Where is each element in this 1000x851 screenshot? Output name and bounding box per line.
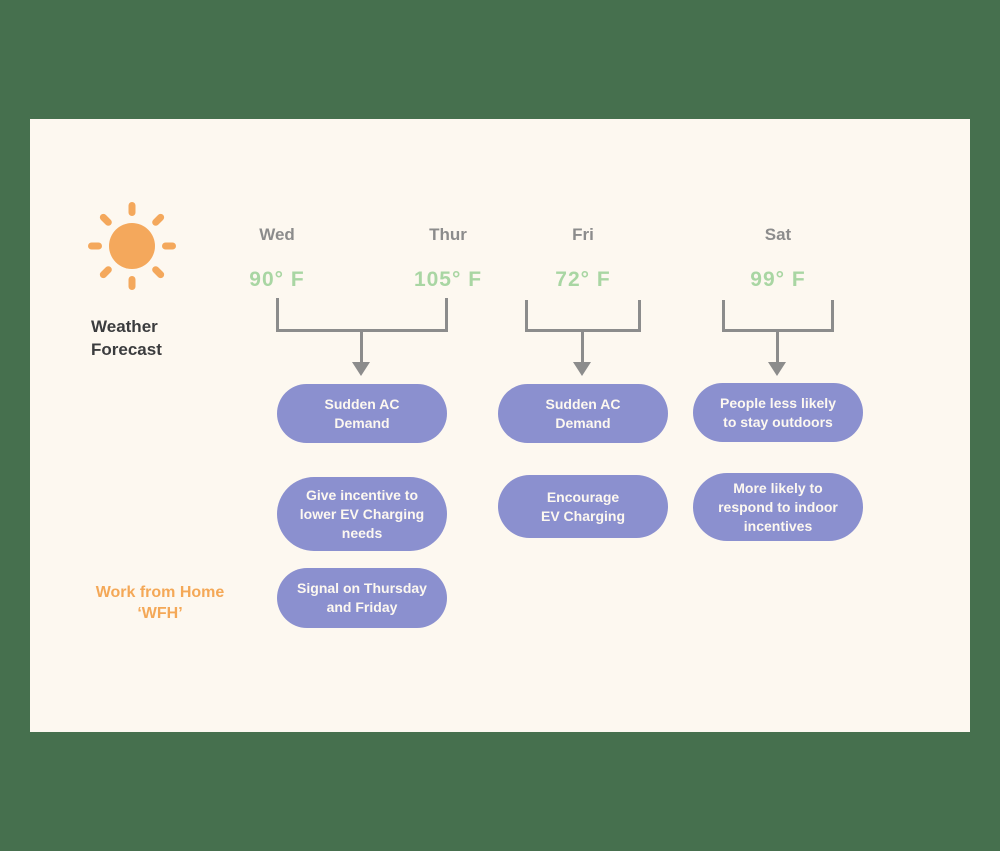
pill-sudden-ac-demand-fri: Sudden AC Demand [498,384,668,443]
weather-forecast-label: Weather Forecast [91,317,162,359]
temperature-sat: 99° F [750,268,806,291]
day-label-sat: Sat [764,225,792,244]
arrow-down-icon [776,331,779,362]
sun-icon [88,202,176,290]
pill-people-less-likely-outdoors: People less likely to stay outdoors [693,383,863,442]
day-label-fri: Fri [572,225,594,244]
temperature-thur: 105° F [413,268,483,291]
bracket-wed-thur [276,298,448,332]
arrow-down-icon [352,362,370,376]
pill-signal-thursday-friday: Signal on Thursday and Friday [277,568,447,628]
arrow-down-icon [360,331,363,362]
pill-encourage-ev-charging: Encourage EV Charging [498,475,668,538]
temperature-wed: 90° F [249,268,305,291]
diagram-card: Weather Forecast Wed Thur Fri Sat 90° F … [30,119,970,732]
bracket-fri [525,300,641,332]
temperature-fri: 72° F [555,268,611,291]
pill-give-incentive-lower-ev-charging: Give incentive to lower EV Charging need… [277,477,447,551]
arrow-down-icon [573,362,591,376]
day-label-thur: Thur [429,225,467,244]
work-from-home-label: Work from Home ‘WFH’ [95,584,225,622]
pill-sudden-ac-demand-wed-thur: Sudden AC Demand [277,384,447,443]
arrow-down-icon [581,331,584,362]
pill-more-likely-respond-indoor-incentives: More likely to respond to indoor incenti… [693,473,863,541]
arrow-down-icon [768,362,786,376]
day-label-wed: Wed [259,225,295,244]
bracket-sat [722,300,834,332]
